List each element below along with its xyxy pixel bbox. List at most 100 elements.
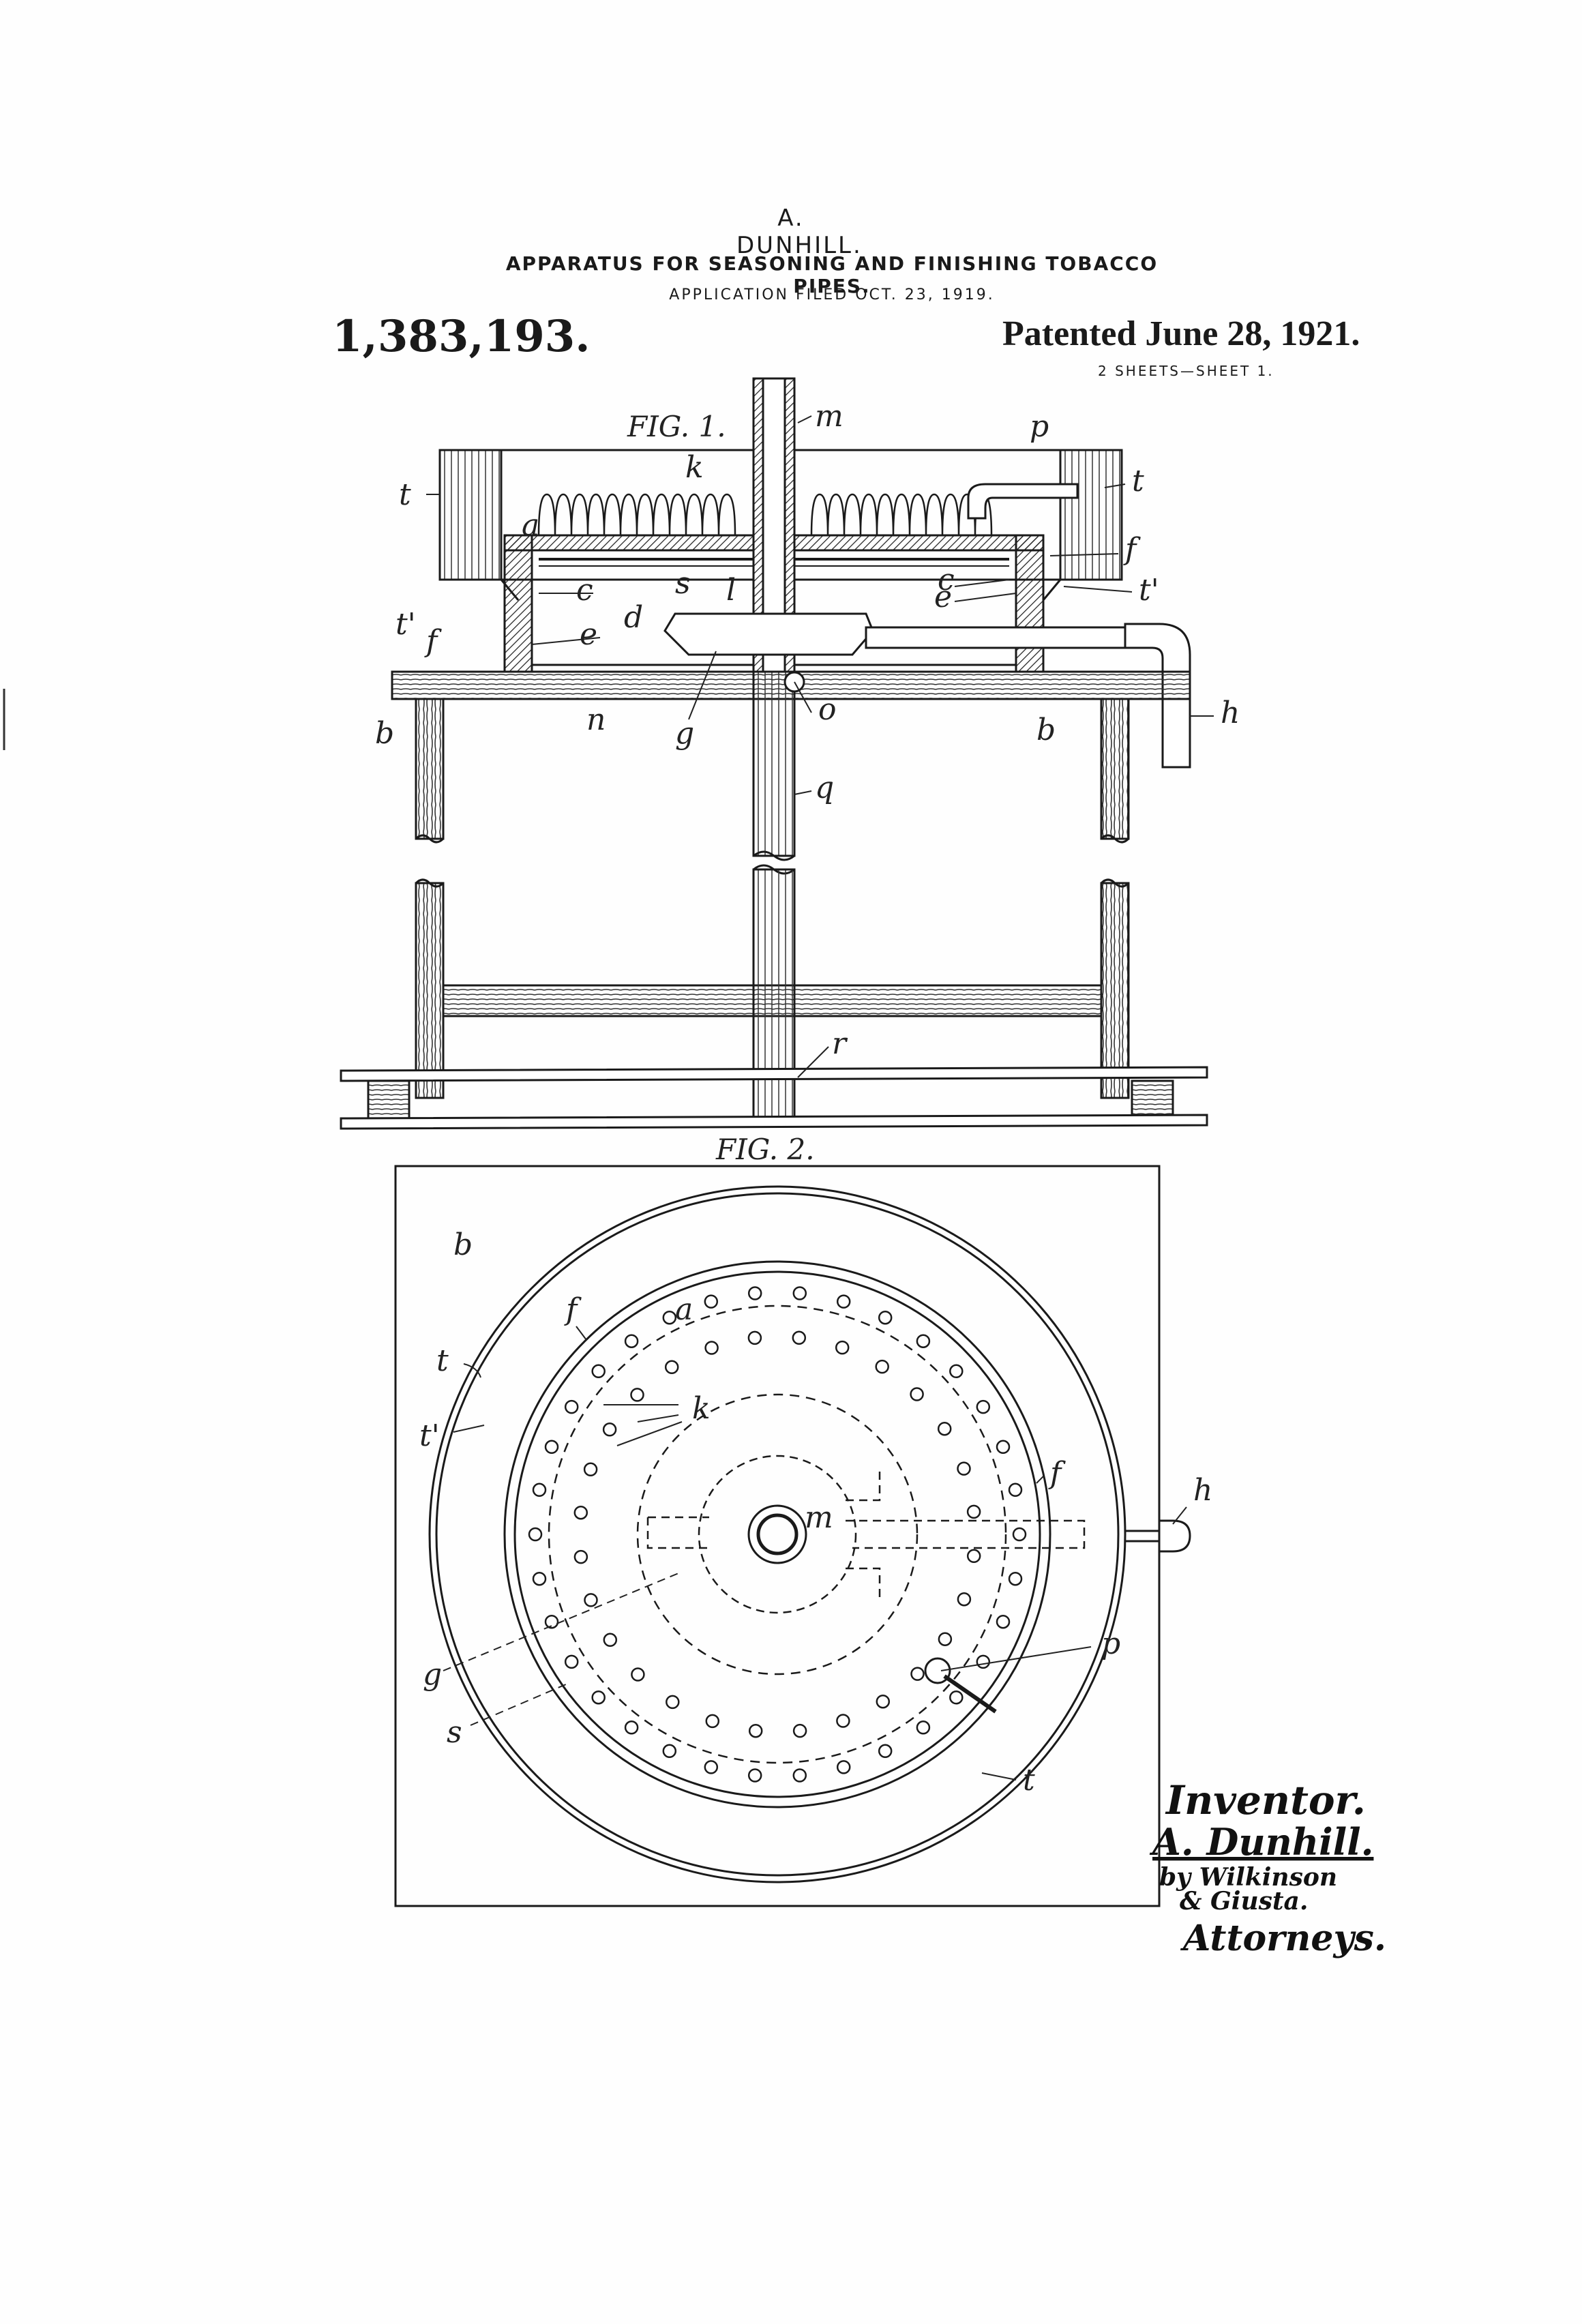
hole [966, 1549, 981, 1564]
label-t-left: t [399, 477, 411, 512]
tray-g [663, 612, 874, 656]
hole [835, 1340, 850, 1355]
hole [836, 1714, 850, 1728]
label-f-right: f [1123, 532, 1141, 567]
shaft-q-lower [752, 864, 796, 1123]
signature-inventor-heading: Inventor. [1165, 1777, 1366, 1823]
hole [878, 1744, 893, 1759]
hole [957, 1461, 971, 1476]
fig2-label-s: s [447, 1715, 462, 1750]
hole [792, 1330, 807, 1345]
inventor-name: A. DUNHILL. [736, 205, 863, 259]
label-n: n [586, 702, 606, 737]
fig2-label-t-bottom: t [1023, 1763, 1035, 1798]
application-filed: APPLICATION FILED OCT. 23, 1919. [669, 286, 995, 303]
hole [528, 1527, 543, 1542]
signature-block: Inventor. A. Dunhill. by Wilkinson & Giu… [1149, 1777, 1386, 1959]
coils-k [537, 493, 993, 536]
fig2-dashed-core [698, 1455, 857, 1614]
signature-attorneys: Attorneys. [1180, 1918, 1386, 1959]
fig1-label: FIG. 1. [627, 410, 726, 443]
hole [631, 1667, 645, 1682]
fig1-leaders [426, 415, 1214, 1078]
hole [704, 1760, 719, 1774]
label-q: q [815, 771, 834, 805]
label-t1-left: t' [395, 607, 416, 642]
fig2-label-a: a [675, 1292, 693, 1327]
patent-title: APPARATUS FOR SEASONING AND FINISHING TO… [505, 252, 1159, 297]
fig2-label-b: b [453, 1227, 473, 1262]
label-m: m [815, 399, 844, 434]
hole [662, 1744, 677, 1759]
hole [583, 1462, 598, 1477]
fig2-handle-h [1125, 1519, 1191, 1553]
label-p: p [1030, 409, 1049, 444]
hole [949, 1690, 964, 1705]
hole [624, 1334, 639, 1348]
hole [949, 1364, 964, 1379]
fig2-shaft-m-inner [756, 1513, 799, 1555]
patented-date: Patented June 28, 1921. [1002, 314, 1360, 353]
fig2-ring-f [503, 1260, 1051, 1808]
hole [573, 1549, 588, 1564]
hole [910, 1387, 924, 1401]
hole [792, 1286, 807, 1300]
fig1-labels: FIG. 1. m p k t t a f s l c c e t' t' f … [375, 399, 1240, 1061]
hole [748, 1723, 763, 1738]
patent-number: 1,383,193. [332, 311, 591, 362]
fig2-leaders [443, 1326, 1187, 1781]
fig2-label: FIG. 2. [715, 1133, 815, 1166]
hole [564, 1399, 579, 1414]
hole [1008, 1571, 1023, 1586]
fig2-dashed-inner [636, 1393, 919, 1675]
hole [747, 1330, 762, 1345]
hole [836, 1294, 851, 1309]
fig2-label-k: k [692, 1391, 711, 1426]
signature-inventor-name: A. Dunhill. [1149, 1820, 1373, 1864]
hole [916, 1720, 931, 1735]
hole [544, 1614, 559, 1629]
fig2-label-p: p [1101, 1626, 1120, 1661]
label-l: l [726, 573, 736, 608]
label-c-right: c [938, 563, 955, 597]
label-d: d [624, 600, 643, 635]
fig2-tank-t-outer [428, 1185, 1126, 1883]
hole [976, 1654, 991, 1669]
hole [957, 1592, 972, 1607]
fig2-label-g: g [423, 1657, 442, 1692]
label-a: a [522, 508, 539, 543]
hole [666, 1695, 680, 1710]
fig2-label-m: m [805, 1500, 833, 1535]
hole [662, 1310, 677, 1325]
hole [937, 1421, 952, 1436]
hole [878, 1310, 893, 1325]
hole [836, 1760, 851, 1774]
label-b-right: b [1036, 713, 1056, 747]
fig1 [340, 377, 1208, 1130]
fig2-shaft-m-outer [747, 1504, 807, 1564]
hole [747, 1768, 762, 1783]
shaft-q-upper [752, 670, 805, 861]
label-c-left: c [576, 573, 593, 608]
hole [584, 1593, 598, 1607]
fig2-labels: b a f t t' k h f m g s p t [419, 1227, 1212, 1798]
label-e-right: e [934, 580, 952, 614]
label-k: k [685, 450, 704, 485]
legs-upper [415, 698, 1130, 844]
hole [532, 1571, 547, 1586]
hole [624, 1720, 639, 1735]
hole [602, 1422, 617, 1437]
signature-firm-line: & Giusta. [1180, 1887, 1308, 1916]
label-s: s [675, 566, 691, 601]
hole [603, 1633, 618, 1648]
fig2-nozzle-p [924, 1657, 997, 1714]
label-e-left: e [580, 617, 597, 652]
hole [630, 1388, 644, 1402]
hole [976, 1399, 991, 1414]
hole [704, 1341, 719, 1355]
hole [996, 1614, 1011, 1629]
fig2-tray-g-outline [646, 1466, 1086, 1603]
fig2-label-f-right: f [1048, 1456, 1066, 1491]
